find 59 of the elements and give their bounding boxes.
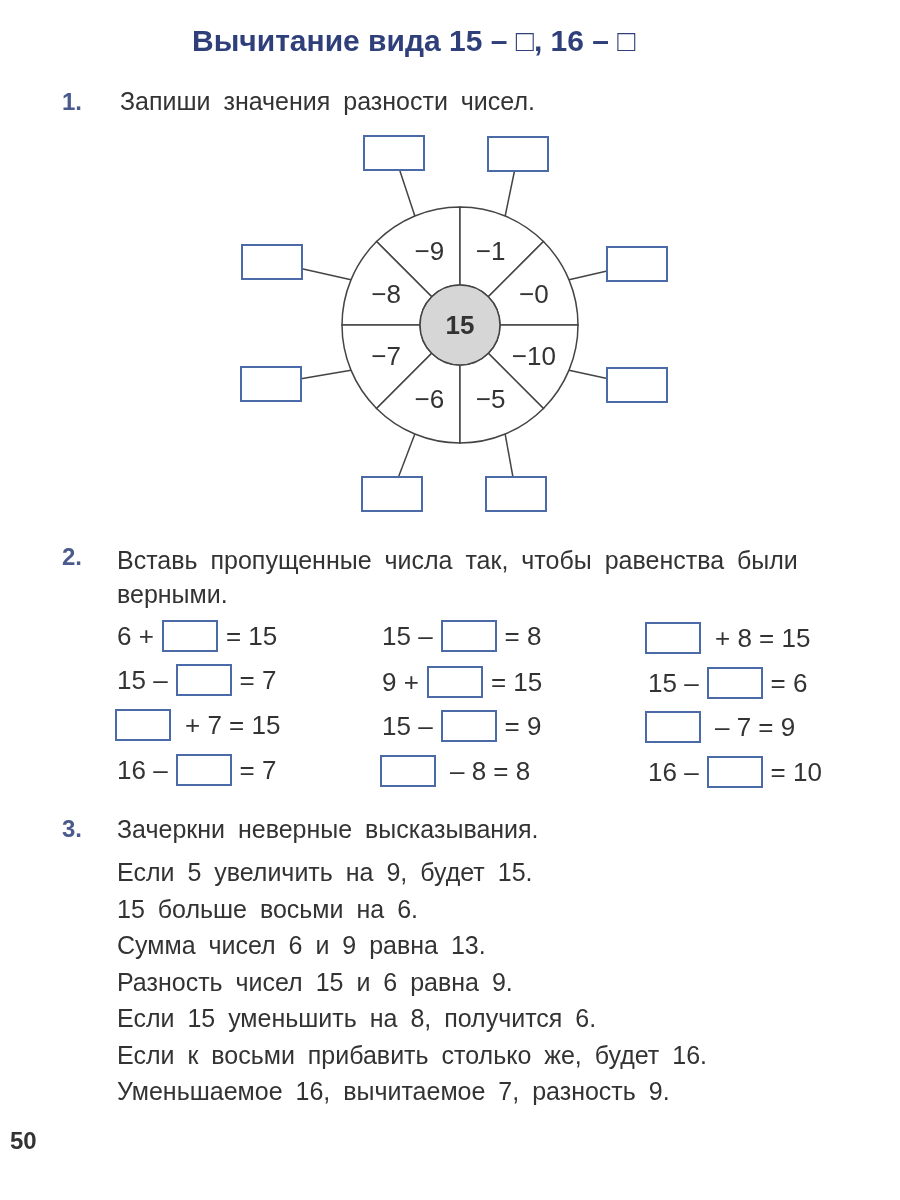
equation-part: = 8 — [504, 620, 542, 652]
task-number: 3. — [62, 815, 82, 843]
subtrahend-label: −5 — [475, 383, 506, 414]
subtrahend-label: −1 — [475, 236, 506, 267]
leader-line — [568, 369, 608, 380]
equation-part: + 7 = 15 — [185, 709, 281, 741]
subtrahend-label: −6 — [414, 383, 445, 414]
equation-part: = 15 — [225, 620, 278, 652]
leader-line — [504, 170, 516, 217]
answer-box — [606, 367, 668, 403]
task-number: 1. — [62, 88, 82, 116]
equation-part: – 8 = 8 — [450, 755, 531, 787]
minuend-number: 15 — [445, 310, 475, 340]
subtrahend-label: −10 — [511, 340, 556, 371]
task-number: 2. — [62, 543, 82, 571]
equation-part: – 7 = 9 — [715, 711, 796, 743]
answer-box — [487, 136, 549, 172]
subtrahend-label: −8 — [371, 279, 401, 310]
instruction-text: Вставь пропущенные числа так, чтобы равенства были верными. — [117, 545, 799, 610]
equation-part: 16 – — [648, 756, 699, 788]
center-circle — [419, 284, 501, 366]
answer-box — [361, 476, 423, 512]
equation-part: 9 + — [382, 666, 419, 698]
instruction-text: Зачеркни неверные высказывания. — [117, 815, 539, 844]
subtrahend-label: −9 — [414, 236, 445, 267]
answer-box — [241, 244, 303, 280]
equation-part: = 10 — [770, 756, 822, 788]
subtrahend-label: −0 — [519, 279, 549, 310]
equation-part: 6 + — [117, 620, 154, 652]
page-title: Вычитание вида 15 – □, 16 – □ — [192, 24, 636, 58]
equation-part: 16 – — [117, 754, 168, 786]
statement-text: Уменьшаемое 16, вычитаемое 7, разность 9. — [117, 1077, 670, 1106]
leader-line — [504, 433, 514, 478]
statement-text: Если 5 увеличить на 9, будет 15. — [117, 858, 533, 887]
equation-part: 15 – — [117, 664, 168, 696]
instruction-text: Запиши значения разности чисел. — [120, 87, 535, 116]
leader-line — [568, 270, 608, 281]
equation-part: = 7 — [239, 664, 277, 696]
answer-box — [240, 366, 302, 402]
leader-line — [398, 169, 416, 217]
subtrahend-label: −7 — [371, 340, 401, 371]
answer-box — [606, 246, 668, 282]
statement-text: Сумма чисел 6 и 9 равна 13. — [117, 931, 486, 960]
statement-text: Если к восьми прибавить столько же, будет 16. — [117, 1040, 707, 1070]
statement-text: Разность чисел 15 и 6 равна 9. — [117, 967, 513, 997]
equation-part: 15 – — [382, 710, 433, 742]
equation-part: = 15 — [490, 666, 543, 698]
equation-part: + 8 = 15 — [715, 622, 811, 654]
answer-box — [363, 135, 425, 171]
equation-part: = 7 — [239, 754, 277, 786]
equation-part: 15 – — [648, 667, 699, 699]
statement-text: Если 15 уменьшить на 8, получится 6. — [117, 1004, 597, 1033]
answer-box — [485, 476, 547, 512]
statement-text: 15 больше восьми на 6. — [117, 894, 418, 924]
equation-part: 15 – — [382, 620, 433, 652]
equation-part: = 9 — [504, 710, 542, 742]
page-number: 50 — [10, 1127, 37, 1155]
leader-line — [397, 433, 416, 478]
equation-part: = 6 — [770, 667, 808, 699]
